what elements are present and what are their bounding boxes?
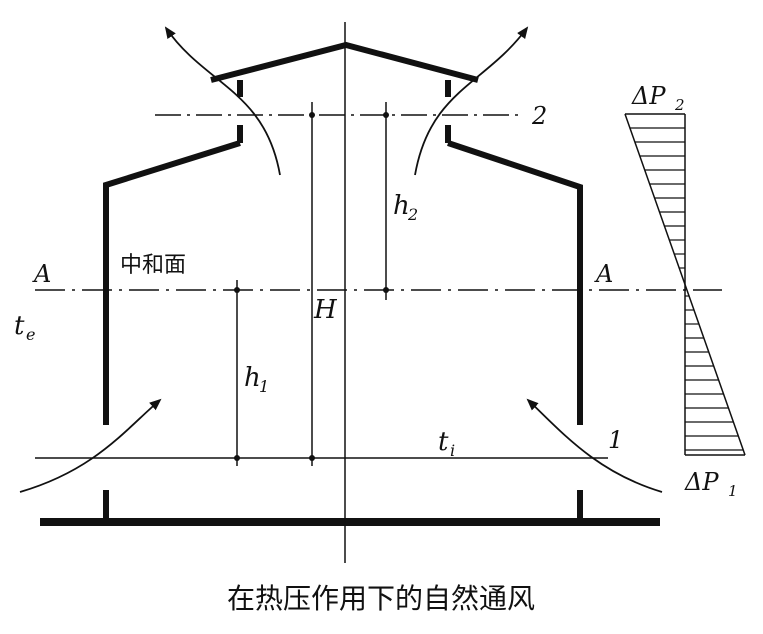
height-h2-label: h [393,191,410,221]
left-wall [103,140,241,425]
inflow-left-arrow [19,398,162,493]
roof-cap [210,41,479,83]
dimension-ticks [234,112,389,461]
pressure-diagram [624,113,746,456]
pressure-1-sub: 1 [728,482,738,500]
outside-temp-label: t [14,311,25,341]
inflow-right-arrow [526,398,663,493]
neutral-plane-label: 中和面 [120,253,186,278]
outside-temp-sub: e [26,325,35,344]
outflow-right-arrow [414,26,529,176]
figure-caption: 在热压作用下的自然通风 [227,582,535,615]
height-h1-label: h [244,363,261,393]
height-H-label: H [313,295,338,325]
right-wall [447,140,583,425]
pressure-2-label: ΔP [631,82,666,110]
level-1-label: 1 [608,426,623,454]
pressure-2-sub: 2 [674,96,685,114]
inside-temp-sub: i [450,441,455,460]
height-h2-sub: 2 [407,205,418,224]
height-h1-sub: 1 [259,377,269,396]
level-2-label: 2 [531,102,547,130]
outflow-left-arrow [164,26,281,176]
plane-a-right-label: A [594,260,613,288]
plane-a-left-label: A [32,260,51,288]
inside-temp-label: t [438,427,449,457]
pressure-1-label: ΔP [684,468,719,496]
